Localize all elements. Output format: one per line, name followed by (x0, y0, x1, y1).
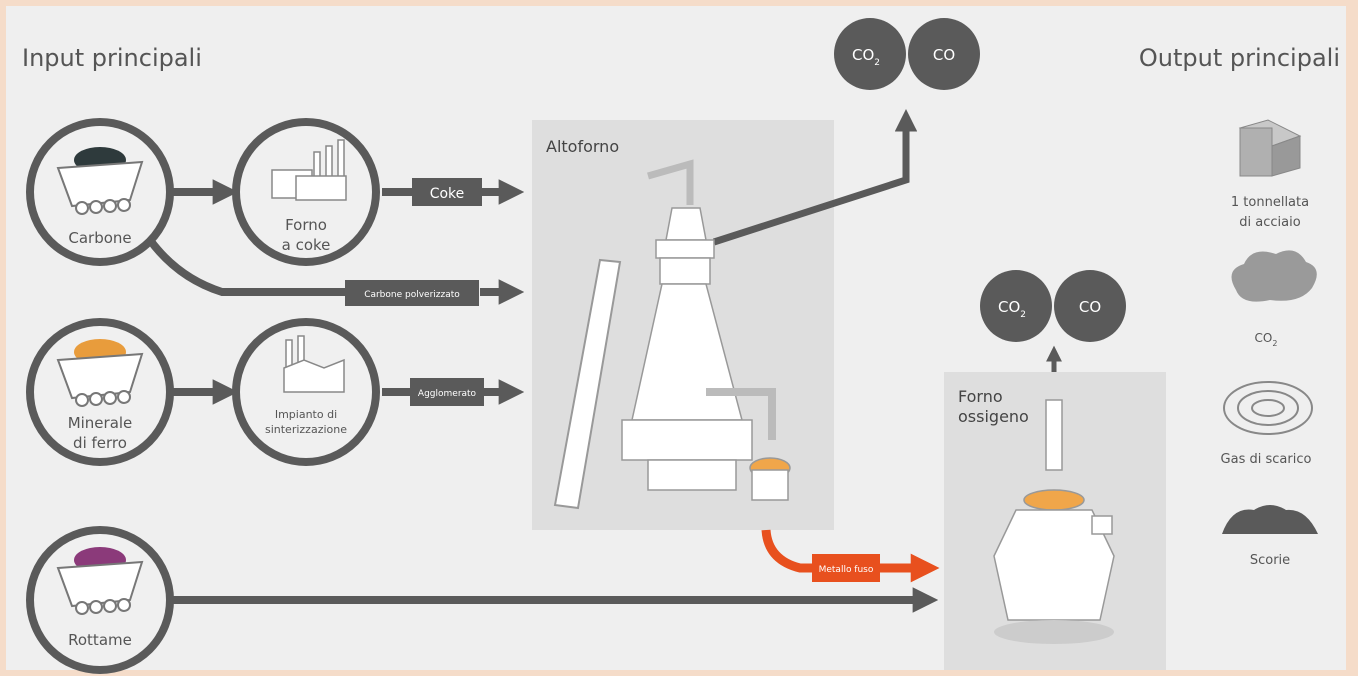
output-exhaust: Gas di scarico (1221, 381, 1313, 467)
coal-wagon-icon (56, 147, 144, 215)
co-text: CO (933, 46, 955, 64)
sinter-label-1: Impianto di (275, 408, 337, 421)
inputs-heading: Input principali (22, 44, 202, 72)
steel-stack-icon (1238, 119, 1302, 177)
svg-text:CO2: CO2 (998, 298, 1026, 320)
output-co2-text: CO (1255, 331, 1273, 345)
sinter-plant: Impianto di sinterizzazione (232, 318, 380, 466)
ore-label-2: di ferro (73, 434, 127, 452)
sinter-label: Agglomerato (418, 389, 477, 399)
ore-wagon-icon (56, 339, 144, 407)
steel-label-2: di acciaio (1239, 215, 1300, 230)
molten-metal-label-box (812, 554, 880, 582)
blast-furnace-label: Altoforno (546, 137, 619, 156)
co-bubble (908, 18, 980, 90)
line-pulverized-coal (146, 237, 345, 296)
coke-oven: Forno a coke (232, 118, 380, 266)
ore-label-1: Minerale (68, 414, 133, 432)
coal-label: Carbone (68, 229, 131, 247)
output-co2-sub: 2 (1272, 339, 1277, 348)
coke-oven-label-1: Forno (285, 216, 327, 234)
exhaust-swirl-icon (1223, 381, 1313, 435)
molten-metal-label: Metallo fuso (819, 565, 874, 575)
outputs-heading: Output principali (1139, 44, 1340, 72)
oxygen-furnace-label-2: ossigeno (958, 407, 1029, 426)
slag-heap-icon (1222, 505, 1318, 534)
pulverized-coal-label: Carbone polverizzato (364, 290, 460, 300)
cloud-icon (1231, 250, 1317, 302)
co2-sub-2: 2 (1020, 310, 1026, 320)
arrow-furnace-gas (712, 109, 918, 246)
coal-input: Carbone (26, 118, 174, 266)
co2-text-2: CO (998, 298, 1020, 316)
iron-ore-input: Minerale di ferro (26, 318, 174, 466)
coke-oven-label-2: a coke (282, 236, 331, 254)
factory-icon (271, 139, 347, 201)
scrap-input: Rottame (26, 526, 174, 674)
sinter-label-2: sinterizzazione (265, 423, 347, 436)
sinter-label-box (410, 378, 484, 406)
output-slag: Scorie (1222, 505, 1318, 568)
output-co2: CO2 (1231, 250, 1317, 348)
exhaust-label: Gas di scarico (1221, 452, 1312, 467)
line-molten-metal (761, 529, 812, 573)
coke-label-box (412, 178, 482, 206)
svg-text:CO2: CO2 (852, 46, 880, 68)
scrap-wagon-icon (56, 547, 144, 615)
co2-sub: 2 (874, 58, 880, 68)
co2-text: CO (852, 46, 874, 64)
output-steel: 1 tonnellata di acciaio (1231, 119, 1309, 230)
scrap-label: Rottame (68, 631, 132, 649)
oxygen-furnace-emissions: CO2 CO (980, 270, 1126, 342)
svg-text:CO2: CO2 (1255, 331, 1278, 348)
co-bubble-2 (1054, 270, 1126, 342)
blast-furnace-illustration (553, 159, 791, 510)
pulverized-coal-label-box (345, 280, 479, 306)
co-text-2: CO (1079, 298, 1101, 316)
co2-bubble (834, 18, 906, 90)
oxygen-furnace-illustration (993, 399, 1115, 644)
co2-bubble-2 (980, 270, 1052, 342)
furnace-emissions: CO2 CO (834, 18, 980, 90)
coke-label: Coke (430, 186, 465, 202)
oxygen-furnace-label-1: Forno (958, 387, 1003, 406)
slag-label: Scorie (1250, 553, 1290, 568)
conveyor-ramp (553, 258, 622, 510)
steel-label-1: 1 tonnellata (1231, 195, 1309, 210)
plant-icon (283, 335, 345, 393)
